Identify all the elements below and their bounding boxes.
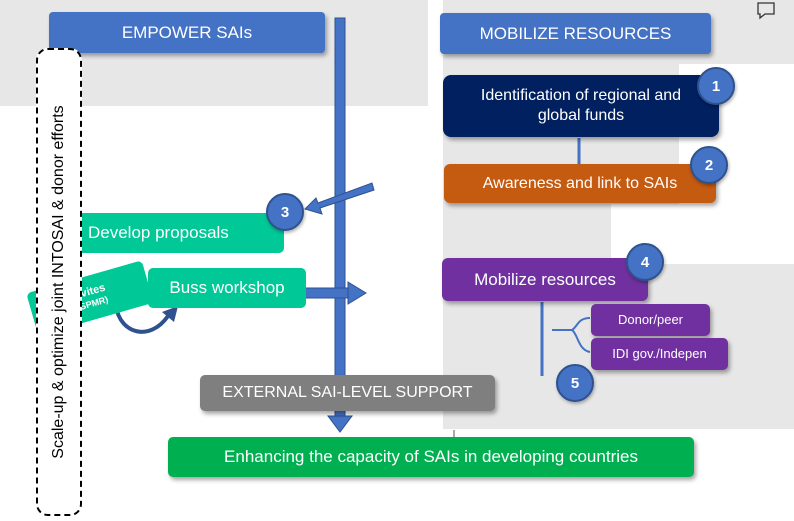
- badge-1: 1: [697, 67, 735, 105]
- awareness-label: Awareness and link to SAIs: [482, 174, 678, 192]
- idi-label: IDI gov./Indepen: [612, 345, 707, 361]
- donor-label: Donor/peer: [617, 311, 684, 327]
- develop-proposals-box: Develop proposals: [78, 213, 284, 253]
- main-vertical-arrowhead: [327, 415, 353, 433]
- mobilize-resources-label: Mobilize resources: [474, 269, 616, 289]
- mobilize-header: MOBILIZE RESOURCES: [440, 13, 711, 54]
- empower-header: EMPOWER SAIs: [49, 12, 325, 53]
- external-support-label: EXTERNAL SAI-LEVEL SUPPORT: [222, 384, 473, 401]
- buss-arrow-head: [347, 281, 367, 305]
- diagonal-arrow: [304, 182, 375, 215]
- buss-arrow-shaft: [304, 287, 350, 299]
- badge-3: 3: [266, 193, 304, 231]
- bracket: [570, 317, 591, 353]
- badge-5-label: 5: [570, 374, 580, 392]
- badge-2: 2: [690, 146, 728, 184]
- identification-box: Identification of regional and global fu…: [443, 75, 719, 137]
- side-label-box: Scale-up & optimize joint INTOSAI & dono…: [36, 48, 82, 516]
- mobilize-resources-box: Mobilize resources: [442, 258, 648, 301]
- empower-header-label: EMPOWER SAIs: [121, 22, 253, 42]
- enhancing-box: Enhancing the capacity of SAIs in develo…: [168, 437, 694, 477]
- bg-panel-right-low: [443, 204, 611, 264]
- side-label-text: Scale-up & optimize joint INTOSAI & dono…: [50, 105, 67, 459]
- main-vertical-shaft: [334, 17, 346, 419]
- badge-4-label: 4: [640, 253, 650, 271]
- develop-proposals-label: Develop proposals: [88, 223, 229, 243]
- badge-3-label: 3: [280, 203, 290, 221]
- buss-workshop-box: Buss workshop: [148, 268, 306, 308]
- badge-5: 5: [556, 364, 594, 402]
- curved-arrow: [114, 305, 170, 334]
- enhancing-label: Enhancing the capacity of SAIs in develo…: [224, 447, 638, 467]
- buss-workshop-label: Buss workshop: [169, 278, 285, 298]
- external-support-box: EXTERNAL SAI-LEVEL SUPPORT: [200, 375, 495, 411]
- idi-box: IDI gov./Indepen: [591, 338, 728, 370]
- awareness-box: Awareness and link to SAIs: [444, 164, 716, 203]
- identification-label: Identification of regional and global fu…: [480, 87, 682, 124]
- curved-arrow-head: [162, 306, 178, 322]
- badge-1-label: 1: [711, 77, 721, 95]
- donor-box: Donor/peer: [591, 304, 710, 336]
- badge-4: 4: [626, 243, 664, 281]
- badge-2-label: 2: [704, 156, 714, 174]
- mobilize-header-label: MOBILIZE RESOURCES: [479, 23, 672, 43]
